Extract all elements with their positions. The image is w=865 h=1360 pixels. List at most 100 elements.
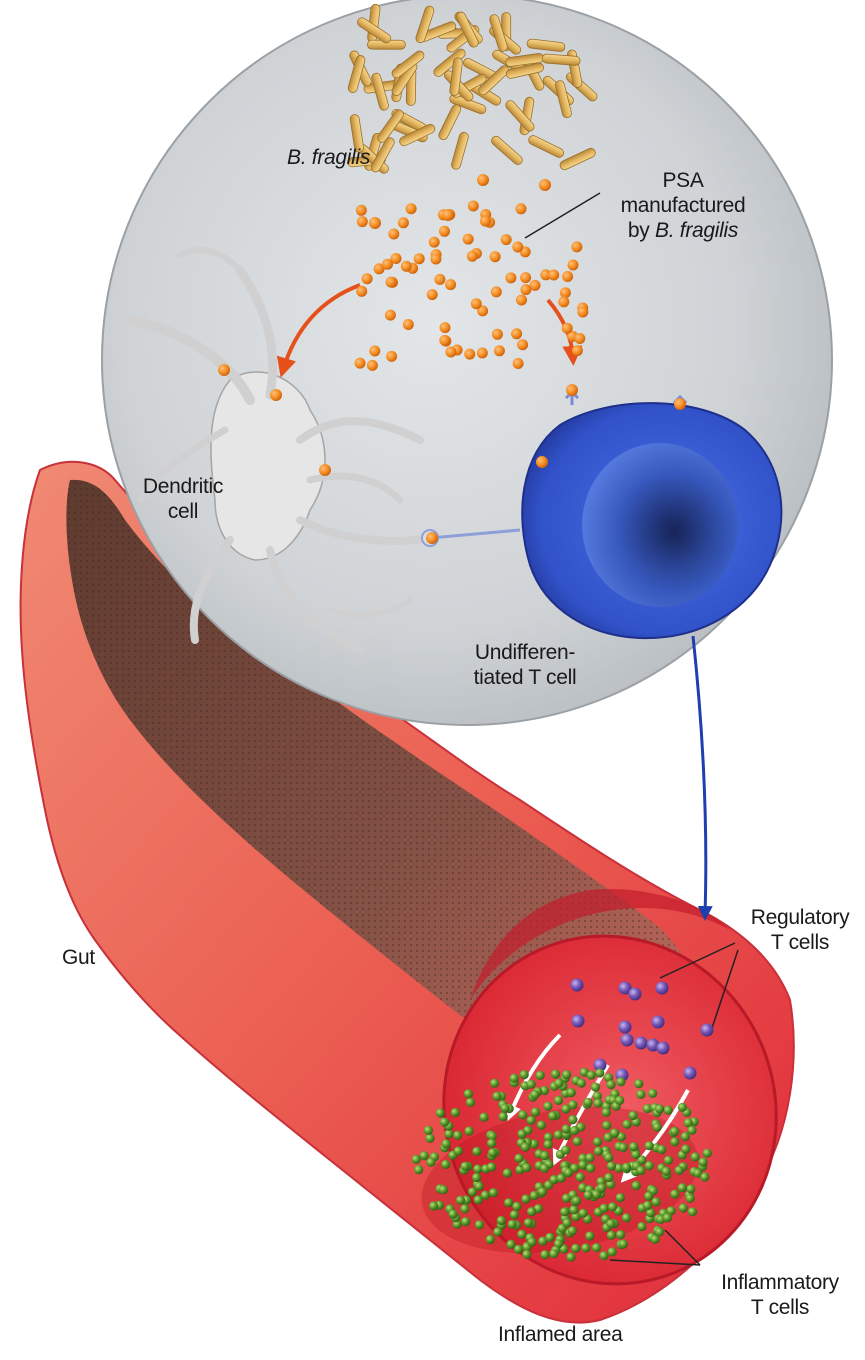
inflammatory-t-cell: [687, 1126, 696, 1135]
inflammatory-t-cell: [645, 1161, 654, 1170]
regulatory-t-cell: [684, 1067, 697, 1080]
psa-molecule: [427, 289, 438, 300]
inflammatory-t-cell: [560, 1207, 569, 1216]
label-psa: PSA manufactured by B. fragilis: [608, 168, 758, 243]
inflammatory-t-cell: [561, 1146, 570, 1155]
psa-molecule: [440, 322, 451, 333]
inflammatory-t-cell: [570, 1126, 579, 1135]
inflammatory-t-cell: [622, 1120, 631, 1129]
inflammatory-t-cell: [662, 1167, 671, 1176]
label-undifferentiated-t-cell: Undifferen- tiated T cell: [440, 640, 610, 690]
regulatory-t-cell: [621, 1034, 634, 1047]
inflammatory-t-cell: [585, 1153, 594, 1162]
inflammatory-t-cell: [440, 1118, 449, 1127]
regulatory-t-cell: [701, 1024, 714, 1037]
inflammatory-t-cell: [567, 1088, 576, 1097]
inflammatory-t-cell: [664, 1106, 673, 1115]
psa-molecule: [429, 237, 440, 248]
inflammatory-t-cell: [678, 1103, 687, 1112]
psa-molecule: [270, 389, 282, 401]
inflammatory-t-cell: [425, 1134, 434, 1143]
psa-molecule: [492, 329, 503, 340]
inflammatory-t-cell: [606, 1219, 615, 1228]
psa-molecule: [513, 358, 524, 369]
psa-molecule: [362, 273, 373, 284]
inflammatory-t-cell: [472, 1147, 481, 1156]
inflammatory-t-cell: [508, 1220, 517, 1229]
inflammatory-t-cell: [699, 1158, 708, 1167]
inflammatory-t-cell: [492, 1092, 501, 1101]
inflammatory-t-cell: [537, 1121, 546, 1130]
inflammatory-t-cell: [540, 1250, 549, 1259]
psa-molecule: [505, 272, 516, 283]
psa-molecule: [467, 251, 478, 262]
psa-molecule: [386, 351, 397, 362]
inflammatory-t-cell: [538, 1187, 547, 1196]
t-cell-nucleus: [582, 443, 738, 607]
label-psa-line3: by B. fragilis: [608, 218, 758, 243]
psa-molecule: [463, 234, 474, 245]
label-b-fragilis: B. fragilis: [287, 145, 370, 170]
label-undifferentiated-line1: Undifferen-: [440, 640, 610, 665]
regulatory-t-cell: [635, 1037, 648, 1050]
psa-molecule: [357, 216, 368, 227]
psa-molecule: [568, 260, 579, 271]
inflammatory-t-cell: [629, 1111, 638, 1120]
inflammatory-t-cell: [573, 1137, 582, 1146]
inflammatory-t-cell: [439, 1185, 448, 1194]
inflammatory-t-cell: [527, 1080, 536, 1089]
inflammatory-t-cell: [670, 1190, 679, 1199]
inflammatory-t-cell: [691, 1152, 700, 1161]
psa-molecule: [548, 270, 559, 281]
inflammatory-t-cell: [557, 1174, 566, 1183]
inflammatory-t-cell: [521, 1143, 530, 1152]
psa-molecule: [445, 347, 456, 358]
inflammatory-t-cell: [441, 1160, 450, 1169]
inflammatory-t-cell: [619, 1240, 628, 1249]
psa-molecule: [562, 323, 573, 334]
inflammatory-t-cell: [489, 1188, 498, 1197]
inflammatory-t-cell: [475, 1220, 484, 1229]
inflammatory-t-cell: [517, 1129, 526, 1138]
psa-molecule: [491, 286, 502, 297]
inflammatory-t-cell: [464, 1089, 473, 1098]
inflammatory-t-cell: [551, 1070, 560, 1079]
inflammatory-t-cell: [540, 1151, 549, 1160]
psa-molecule: [434, 274, 445, 285]
regulatory-t-cell: [656, 982, 669, 995]
inflammatory-t-cell: [506, 1240, 515, 1249]
inflammatory-t-cell: [530, 1090, 539, 1099]
inflammatory-t-cell: [466, 1098, 475, 1107]
psa-molecule: [517, 339, 528, 350]
inflammatory-t-cell: [568, 1115, 577, 1124]
inflammatory-t-cell: [420, 1151, 429, 1160]
inflammatory-t-cell: [449, 1210, 458, 1219]
inflammatory-t-cell: [619, 1143, 628, 1152]
inflammatory-t-cell: [412, 1155, 421, 1164]
inflammatory-t-cell: [510, 1074, 519, 1083]
inflammatory-t-cell: [591, 1083, 600, 1092]
inflammatory-t-cell: [530, 1191, 539, 1200]
psa-molecule: [566, 384, 578, 396]
inflammatory-t-cell: [593, 1099, 602, 1108]
label-inflammatory-t-cells: Inflammatory T cells: [700, 1270, 860, 1320]
psa-molecule: [516, 295, 527, 306]
inflammatory-t-cell: [490, 1079, 499, 1088]
inflammatory-t-cell: [593, 1137, 602, 1146]
inflammatory-t-cell: [632, 1181, 641, 1190]
inflammatory-t-cell: [644, 1192, 653, 1201]
inflammatory-t-cell: [653, 1123, 662, 1132]
inflammatory-t-cell: [524, 1218, 533, 1227]
label-inflamed-area: Inflamed area: [498, 1322, 623, 1347]
psa-molecule: [572, 345, 583, 356]
inflammatory-t-cell: [460, 1204, 469, 1213]
inflammatory-t-cell: [510, 1210, 519, 1219]
label-regulatory-line2: T cells: [740, 930, 860, 955]
psa-molecule: [577, 307, 588, 318]
psa-molecule: [356, 205, 367, 216]
inflammatory-t-cell: [607, 1161, 616, 1170]
inflammatory-t-cell: [475, 1182, 484, 1191]
inflammatory-t-cell: [500, 1104, 509, 1113]
inflammatory-t-cell: [595, 1068, 604, 1077]
